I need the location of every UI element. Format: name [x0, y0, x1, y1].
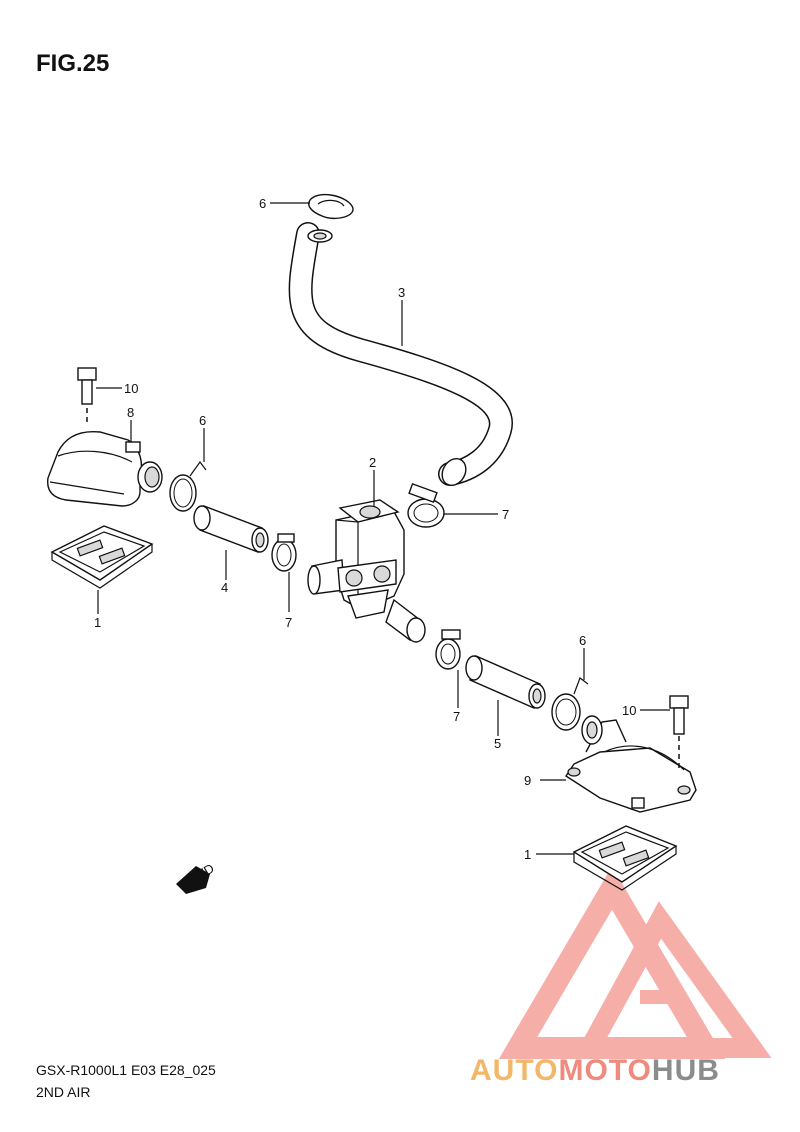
watermark-hub: HUB — [652, 1054, 720, 1087]
bolt-part-10-right — [669, 695, 689, 772]
clamp-part-7-mid — [271, 533, 297, 572]
watermark-auto: AUTO — [470, 1054, 558, 1087]
clip-part-6-left — [169, 460, 207, 512]
watermark-logo-icon — [498, 866, 772, 1059]
hose-part-3 — [288, 222, 513, 487]
callout-6-left: 6 — [199, 413, 206, 428]
reed-valve-part-1-left — [50, 525, 154, 589]
callout-1-right: 1 — [524, 847, 531, 862]
watermark-moto: MOTO — [558, 1054, 651, 1087]
svg-text:AUTOMOTOHUB: AUTOMOTOHUB — [470, 1054, 720, 1087]
clamp-part-7-right — [407, 482, 445, 528]
hose-part-4 — [193, 505, 269, 553]
callout-6-right: 6 — [579, 633, 586, 648]
callout-10-left: 10 — [124, 381, 138, 396]
watermark-brand: AUTOMOTOHUB — [470, 1054, 720, 1087]
clip-part-6-right — [551, 677, 589, 731]
callout-5: 5 — [494, 736, 501, 751]
callout-1-left: 1 — [94, 615, 101, 630]
reed-valve-cover-part-8 — [47, 430, 163, 507]
callout-9: 9 — [524, 773, 531, 788]
clip-part-6-top — [308, 193, 354, 220]
model-code: GSX-R1000L1 E03 E28_025 — [36, 1062, 216, 1078]
bolt-part-10-left — [77, 367, 97, 425]
callout-4: 4 — [221, 580, 228, 595]
callout-7-low: 7 — [453, 709, 460, 724]
callout-7-right: 7 — [502, 507, 509, 522]
leader-lines — [96, 202, 670, 855]
callout-8: 8 — [127, 405, 134, 420]
forward-arrow-icon: FWD — [176, 861, 217, 894]
reed-valve-cover-part-9 — [565, 715, 697, 813]
callout-6-top: 6 — [259, 196, 266, 211]
clamp-part-7-low — [435, 629, 461, 670]
reed-valve-part-1-right — [572, 825, 678, 891]
section-name: 2ND AIR — [36, 1084, 91, 1100]
hose-part-5 — [465, 655, 546, 709]
callout-3: 3 — [398, 285, 405, 300]
callout-10-right: 10 — [622, 703, 636, 718]
control-valve-part-2 — [307, 499, 426, 643]
callout-2: 2 — [369, 455, 376, 470]
callout-7-mid: 7 — [285, 615, 292, 630]
figure-title: FIG.25 — [36, 50, 110, 77]
